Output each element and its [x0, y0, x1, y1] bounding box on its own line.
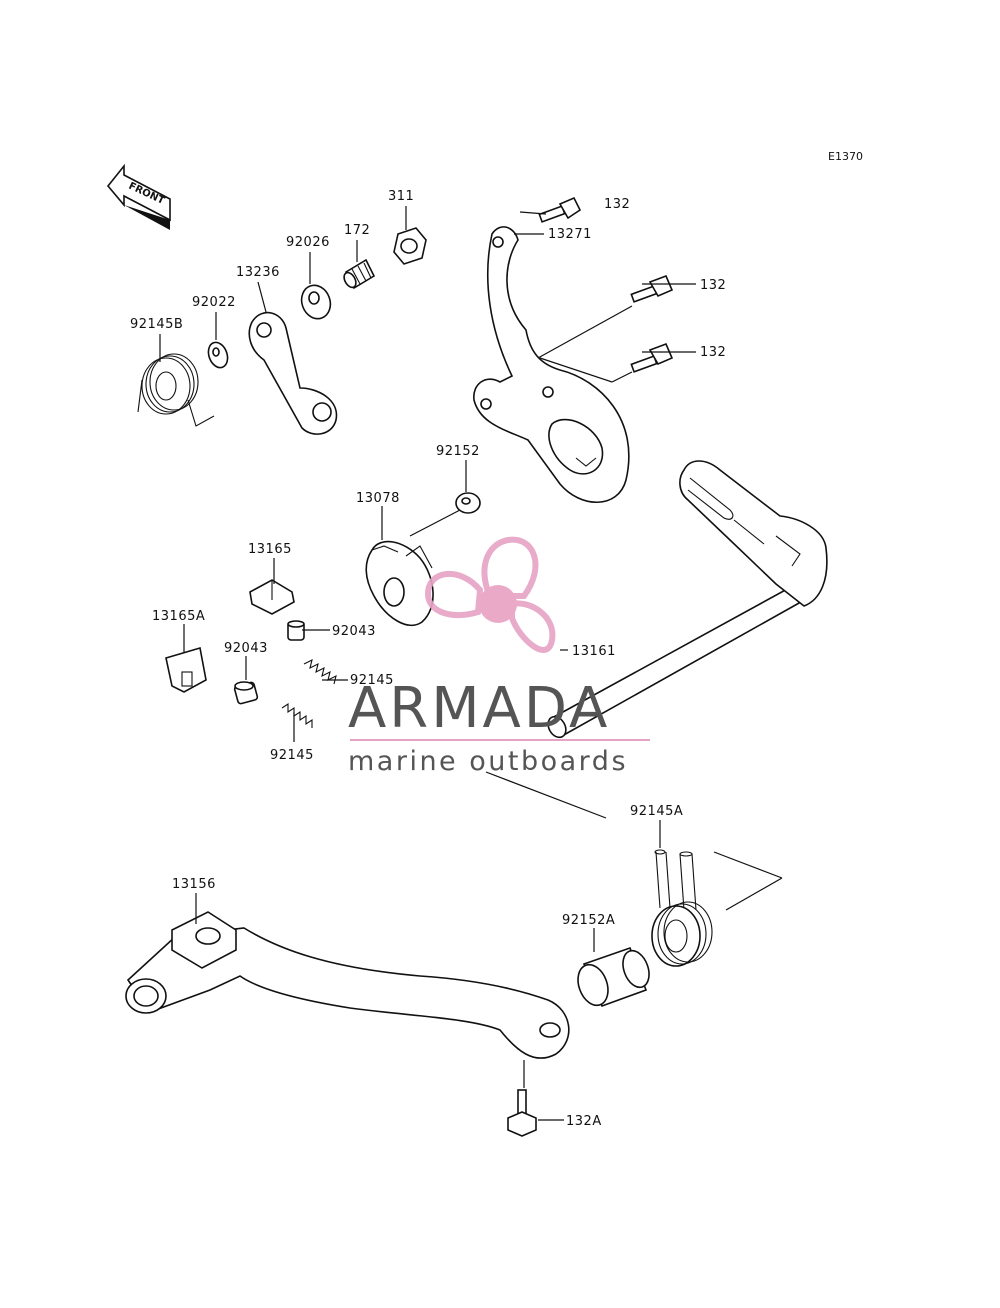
label-92152A: 92152A — [562, 913, 615, 928]
watermark-brand: ARMADA — [348, 676, 610, 741]
diagram-code: E1370 — [828, 150, 863, 163]
label-132A: 132A — [566, 1114, 602, 1129]
armada-watermark: ARMADA marine outboards — [348, 536, 650, 777]
label-311: 311 — [388, 189, 414, 204]
label-13271: 13271 — [548, 227, 592, 242]
label-92152: 92152 — [436, 444, 480, 459]
label-92145-right: 92145 — [350, 673, 394, 688]
watermark-tagline: marine outboards — [348, 746, 628, 777]
label-13156: 13156 — [172, 877, 216, 892]
label-13236: 13236 — [236, 265, 280, 280]
washer-92152 — [455, 492, 481, 514]
pin-92043-upper — [287, 620, 305, 641]
pawl-13165 — [249, 579, 295, 615]
label-13161: 13161 — [572, 644, 616, 659]
washer-92026 — [300, 284, 332, 320]
label-92026: 92026 — [286, 235, 330, 250]
label-92145-bottom: 92145 — [270, 748, 314, 763]
label-13165A: 13165A — [152, 609, 205, 624]
label-92022: 92022 — [192, 295, 236, 310]
label-132-low: 132 — [700, 345, 726, 360]
pin-172 — [343, 258, 376, 290]
bolt-132-mid — [630, 274, 674, 303]
label-92145A: 92145A — [630, 804, 683, 819]
label-132-top: 132 — [604, 197, 630, 212]
pawl-13165A — [165, 646, 207, 693]
shaft-13161 — [547, 460, 828, 739]
leader-lines — [159, 206, 783, 1121]
label-132-mid: 132 — [700, 278, 726, 293]
label-172: 172 — [344, 223, 370, 238]
washer-92022 — [207, 341, 229, 369]
spring-92145-lower — [281, 702, 313, 728]
bracket-13271 — [473, 226, 630, 503]
label-13078: 13078 — [356, 491, 400, 506]
bolt-132-low — [630, 342, 674, 373]
spring-92145B — [137, 353, 215, 427]
front-arrow-icon: FRONT — [106, 163, 171, 230]
bolt-132-top — [538, 196, 582, 223]
label-92043-left: 92043 — [224, 641, 268, 656]
pedal-13156 — [125, 911, 570, 1059]
spring-92145A — [651, 849, 713, 967]
nut-311 — [393, 227, 427, 265]
plate-13236 — [248, 311, 338, 435]
bolt-132A — [507, 1089, 537, 1137]
label-92145B: 92145B — [130, 317, 183, 332]
label-92043-right: 92043 — [332, 624, 376, 639]
collar-92152A — [577, 946, 650, 1008]
label-13165: 13165 — [248, 542, 292, 557]
propeller-logo-icon — [424, 536, 556, 653]
drum-13078 — [365, 540, 434, 627]
pin-92043-lower — [233, 681, 259, 705]
spring-92145-upper — [303, 658, 337, 685]
